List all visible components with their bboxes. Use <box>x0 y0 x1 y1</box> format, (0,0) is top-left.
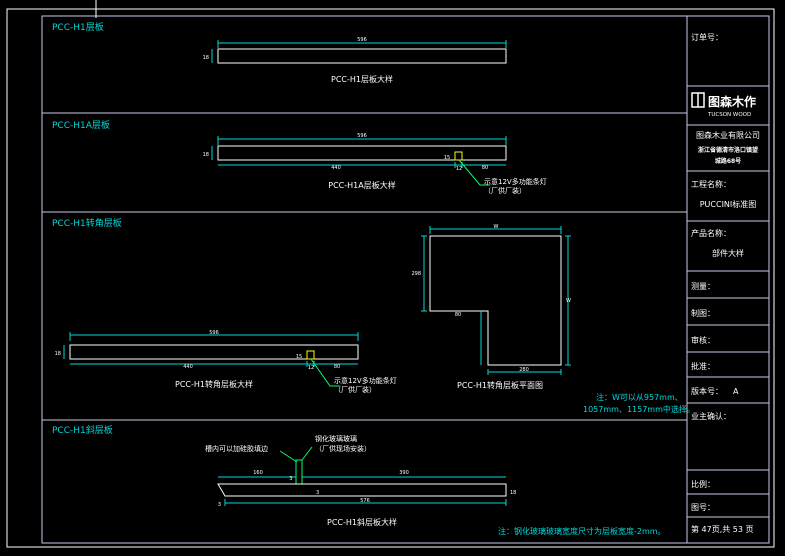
project-label: 工程名称： <box>691 179 731 189</box>
dim-thick: 18 <box>203 146 213 160</box>
dim-text: 80 <box>482 165 488 171</box>
glass-panel <box>295 459 303 485</box>
detail-label: PCC-H1A层板大样 <box>328 180 395 190</box>
led-note-2: （厂供厂装） <box>334 385 376 394</box>
plan-note: 注：W可以从957mm、 <box>596 392 683 402</box>
ann-silicone: 槽内可以加硅胶填边 <box>205 444 268 453</box>
plan-dims: W W 298 80 280 <box>411 224 571 375</box>
leader-line <box>458 159 490 186</box>
draw-label: 制图： <box>691 308 715 318</box>
corner-board-plan <box>429 235 562 366</box>
dim-text: 3 <box>218 502 221 508</box>
dim-text: 80 <box>334 364 340 370</box>
slant-dims: 160 3 390 <box>218 470 506 482</box>
company-address-2: 城路68号 <box>715 157 741 165</box>
project-value: PUCCINI标准图 <box>700 199 757 209</box>
product-value: 部件大样 <box>712 248 744 258</box>
led-note: 示意12V多功能条灯 <box>484 177 547 186</box>
product-label: 产品名称： <box>691 228 731 238</box>
version-label: 版本号： <box>691 386 723 396</box>
dim-text: 18 <box>510 490 516 496</box>
dim-text: 280 <box>519 367 529 373</box>
dim-text: 596 <box>209 330 219 336</box>
logo-sub: TUCSON WOOD <box>707 112 751 118</box>
dim-length: 596 <box>217 37 507 48</box>
dim-text: 18 <box>55 351 61 357</box>
section-title: PCC-H1转角层板 <box>52 217 122 229</box>
dim-thick: 18 <box>55 345 65 359</box>
section-title: PCC-H1斜层板 <box>52 424 113 436</box>
ann-glass-install: （厂供现场安装） <box>315 444 371 453</box>
led-note-2: （厂供厂装） <box>484 186 526 195</box>
board-profile <box>217 145 507 161</box>
approve-label: 批准： <box>691 361 715 371</box>
dim-text: 576 <box>360 498 370 504</box>
dim-text: 12 <box>308 365 314 371</box>
dim-text: W <box>494 224 499 230</box>
dim-text: 15 <box>444 155 450 161</box>
dim-text: 12 <box>456 166 462 172</box>
dim-text: 440 <box>183 364 193 370</box>
figno-label: 图号： <box>691 503 715 512</box>
scale-label: 比例： <box>691 479 715 489</box>
dim-bottom: 440 80 12 15 <box>218 155 506 172</box>
led-slot <box>306 350 315 360</box>
dim-text: 160 <box>253 470 263 476</box>
dim-text: 18 <box>203 152 209 158</box>
dim-total: 576 3 <box>218 498 507 508</box>
dim-text: W <box>566 298 571 304</box>
dim-text: 390 <box>399 470 409 476</box>
section-title: PCC-H1层板 <box>52 21 104 33</box>
dim-text: 18 <box>203 55 209 61</box>
led-slot <box>454 151 463 161</box>
review-label: 审核： <box>691 335 715 345</box>
dim-text: 3 <box>289 476 292 482</box>
dim-text: 3 <box>316 490 319 496</box>
dim-text: 80 <box>455 312 461 318</box>
bottom-note: 注：钢化玻璃玻璃宽度尺寸为层板宽度-2mm。 <box>498 526 666 536</box>
page-counter: 第 47页,共 53 页 <box>691 524 754 534</box>
led-note: 示意12V多功能条灯 <box>334 376 397 385</box>
dim-text: 596 <box>357 133 367 139</box>
company-logo: 图森木作 TUCSON WOOD <box>691 92 756 118</box>
detail-label: PCC-H1斜层板大样 <box>327 517 397 527</box>
plan-label: PCC-H1转角层板平面图 <box>457 380 543 390</box>
logo-text: 图森木作 <box>708 94 756 109</box>
leader-line <box>279 450 298 463</box>
section-title: PCC-H1A层板 <box>52 119 110 131</box>
dim-text: 15 <box>296 354 302 360</box>
measure-label: 测量： <box>691 282 715 291</box>
dim-text: 596 <box>357 37 367 43</box>
dim-bottom: 440 80 12 15 <box>70 354 358 371</box>
slant-board-profile <box>217 483 507 497</box>
plan-note-2: 1057mm、1157mm中选择。 <box>583 404 695 414</box>
company-address: 浙江省德清市洛口镇望 <box>698 146 758 154</box>
order-label: 订单号： <box>691 32 723 42</box>
version-value: A <box>733 387 739 396</box>
dim-length: 596 <box>69 330 359 341</box>
dim-text: 298 <box>411 271 421 277</box>
owner-label: 业主确认： <box>691 411 731 421</box>
detail-label: PCC-H1转角层板大样 <box>175 379 253 389</box>
inner-border <box>41 15 770 544</box>
leader-line <box>301 446 313 461</box>
dim-length: 596 <box>217 133 507 145</box>
title-block <box>687 85 769 518</box>
ann-glass: 钢化玻璃玻璃 <box>315 434 357 443</box>
detail-label: PCC-H1层板大样 <box>331 74 393 84</box>
board-profile <box>217 48 507 64</box>
outer-border <box>6 8 775 548</box>
dim-text: 440 <box>331 165 341 171</box>
dim-thick: 18 <box>203 49 213 63</box>
leader-line <box>310 358 340 387</box>
board-profile <box>69 344 359 360</box>
company-name: 图森木业有限公司 <box>696 130 760 140</box>
